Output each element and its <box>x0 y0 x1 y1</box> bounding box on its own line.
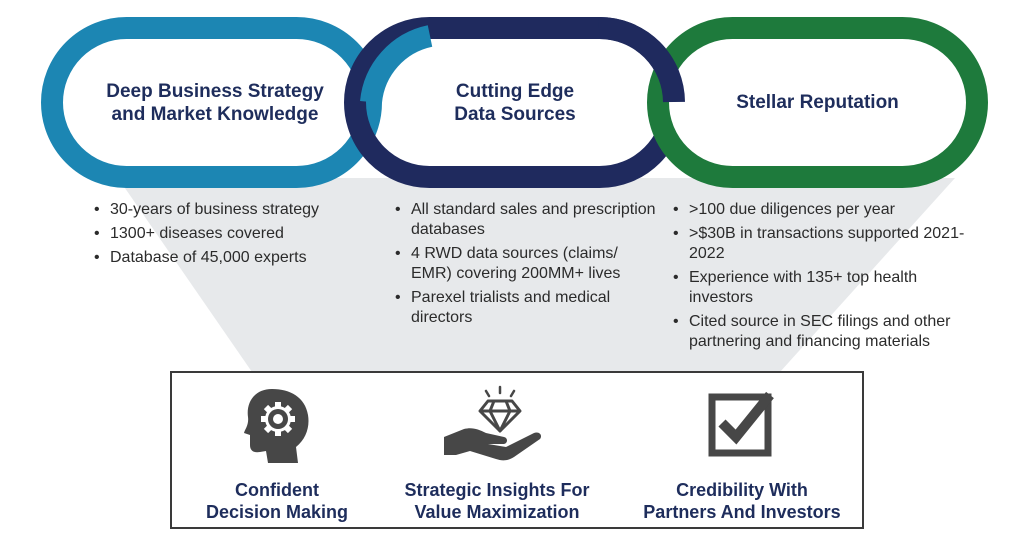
pillar-bullets-cutting-edge: All standard sales and prescription data… <box>395 200 660 332</box>
outcomes-box: Confident Decision Making Strategic <box>170 371 864 529</box>
bullet-item: >100 due diligences per year <box>673 200 973 220</box>
outcome-label: Strategic Insights For Value Maximizatio… <box>404 480 590 522</box>
outcome-label: Confident Decision Making <box>205 480 349 522</box>
hand-diamond-icon <box>442 385 552 470</box>
bullet-item: 30-years of business strategy <box>94 200 354 220</box>
ring-stellar-reputation <box>647 17 988 188</box>
bullet-item: Database of 45,000 experts <box>94 248 354 268</box>
bullet-item: Experience with 135+ top health investor… <box>673 268 973 308</box>
pillar-title-cutting-edge: Cutting Edge Data Sources <box>454 81 576 125</box>
head-gear-icon <box>242 385 312 470</box>
pillar-title-stellar-reputation: Stellar Reputation <box>736 92 899 113</box>
bullet-item: 1300+ diseases covered <box>94 224 354 244</box>
outcome-label: Credibility With Partners And Investors <box>643 480 841 522</box>
pillar-bullets-deep-business: 30-years of business strategy 1300+ dise… <box>94 200 354 272</box>
ring-deep-business <box>41 17 382 188</box>
checkbox-icon <box>702 385 782 470</box>
outcome-credibility: Credibility With Partners And Investors <box>622 373 862 527</box>
bullet-item: Parexel trialists and medical directors <box>395 288 660 328</box>
outcome-strategic-insights: Strategic Insights For Value Maximizatio… <box>387 373 607 527</box>
bullet-item: 4 RWD data sources (claims/ EMR) coverin… <box>395 244 660 284</box>
pillar-bullets-stellar-reputation: >100 due diligences per year >$30B in tr… <box>673 200 973 356</box>
ring-link-overlap-2 <box>598 16 685 103</box>
bullet-item: All standard sales and prescription data… <box>395 200 660 240</box>
bullet-item: Cited source in SEC filings and other pa… <box>673 312 973 352</box>
ring-link-overlap-1 <box>360 25 433 104</box>
outcome-confident-decision: Confident Decision Making <box>172 373 382 527</box>
bullet-item: >$30B in transactions supported 2021-202… <box>673 224 973 264</box>
pillar-title-deep-business: Deep Business Strategy and Market Knowle… <box>106 81 324 125</box>
